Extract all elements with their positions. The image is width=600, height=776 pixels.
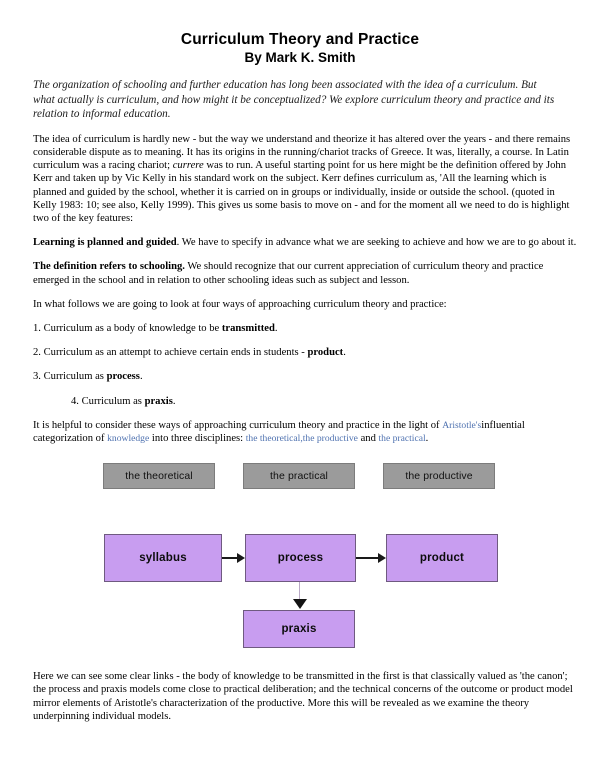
abstract-paragraph: The organization of schooling and furthe… <box>33 79 555 121</box>
list-item-3-keyword: process <box>106 371 140 383</box>
feature-one-heading: Learning is planned and guided <box>33 237 177 249</box>
feature-one-text: . We have to specify in advance what we … <box>176 237 577 249</box>
list-item-4-text-before: Curriculum as <box>78 395 145 407</box>
list-item-3-text-before: Curriculum as <box>40 371 107 383</box>
link-knowledge[interactable]: knowledge <box>107 433 150 445</box>
list-item-2-number: 2. <box>33 347 41 359</box>
diagram-box-the-theoretical: the theoretical <box>103 463 215 490</box>
list-item-1-keyword: transmitted <box>221 323 275 335</box>
link-the-theoretical[interactable]: the theoretical, <box>245 433 303 445</box>
feature-two-text: We should recognize that our current app… <box>33 261 544 286</box>
diagram-box-process: process <box>245 534 356 583</box>
list-item-3-text-after: . <box>139 371 143 383</box>
list-item-1-text-after: . <box>274 323 278 335</box>
arrow-head-icon-process-product <box>378 553 386 564</box>
aristotle-text-4: and <box>357 433 379 445</box>
diagram-box-praxis: praxis <box>243 610 355 649</box>
diagram-box-the-practical: the practical <box>243 463 355 490</box>
list-item-1: 1. Curriculum as a body of knowledge to … <box>33 322 578 335</box>
list-item-4: 4. Curriculum as praxis. <box>71 395 578 408</box>
feature-two-paragraph: The definition refers to schooling. We s… <box>33 260 578 286</box>
list-item-1-number: 1. <box>33 323 41 335</box>
intro-text-b: was to run. A useful starting point for … <box>33 160 570 224</box>
curriculum-diagram: the theoretical the practical the produc… <box>0 455 600 670</box>
arrow-syllabus-to-process <box>222 557 239 560</box>
diagram-box-syllabus: syllabus <box>104 534 222 583</box>
list-item-4-number: 4. <box>71 395 79 407</box>
aristotle-text-1: It is helpful to consider these ways of … <box>33 419 443 431</box>
title-block: Curriculum Theory and Practice By Mark K… <box>0 0 600 66</box>
arrow-process-to-product <box>356 557 380 560</box>
latin-term-currere: currere <box>172 160 204 172</box>
link-the-practical[interactable]: the practical <box>378 433 426 445</box>
arrow-head-icon-process-praxis <box>293 599 307 610</box>
list-item-3-number: 3. <box>33 371 41 383</box>
feature-one-paragraph: Learning is planned and guided. We have … <box>33 236 578 249</box>
link-the-productive[interactable]: the productive <box>302 433 358 445</box>
aristotle-paragraph: It is helpful to consider these ways of … <box>33 419 578 445</box>
list-intro-paragraph: In what follows we are going to look at … <box>33 298 447 310</box>
intro-paragraph: The idea of curriculum is hardly new - b… <box>33 133 578 225</box>
arrow-process-to-praxis <box>299 582 300 603</box>
aristotle-text-2: influential categorization of <box>33 419 525 445</box>
arrow-head-icon-syllabus-process <box>237 553 245 564</box>
list-item-4-text-after: . <box>172 395 176 407</box>
diagram-box-the-productive: the productive <box>383 463 495 490</box>
list-item-2: 2. Curriculum as an attempt to achieve c… <box>33 346 578 359</box>
list-item-3: 3. Curriculum as process. <box>33 370 578 383</box>
intro-text-a: The idea of curriculum is hardly new - b… <box>33 133 571 172</box>
link-aristotle[interactable]: Aristotle's <box>442 419 482 431</box>
document-body: The organization of schooling and furthe… <box>0 78 600 445</box>
diagram-box-product: product <box>386 534 498 583</box>
aristotle-text-3: into three disciplines: <box>149 433 246 445</box>
list-item-2-text-after: . <box>343 347 346 359</box>
author-line: By Mark K. Smith <box>244 50 356 65</box>
closing-paragraph: Here we can see some clear links - the b… <box>33 671 573 722</box>
page-title: Curriculum Theory and Practice <box>180 31 420 48</box>
list-item-2-keyword: product <box>307 347 344 359</box>
feature-two-heading: The definition refers to schooling. <box>33 261 185 273</box>
list-item-1-text-before: Curriculum as a body of knowledge to be <box>40 323 222 335</box>
list-item-2-text-before: Curriculum as an attempt to achieve cert… <box>40 347 308 359</box>
list-item-4-keyword: praxis <box>144 395 173 407</box>
aristotle-text-5: . <box>425 433 429 445</box>
